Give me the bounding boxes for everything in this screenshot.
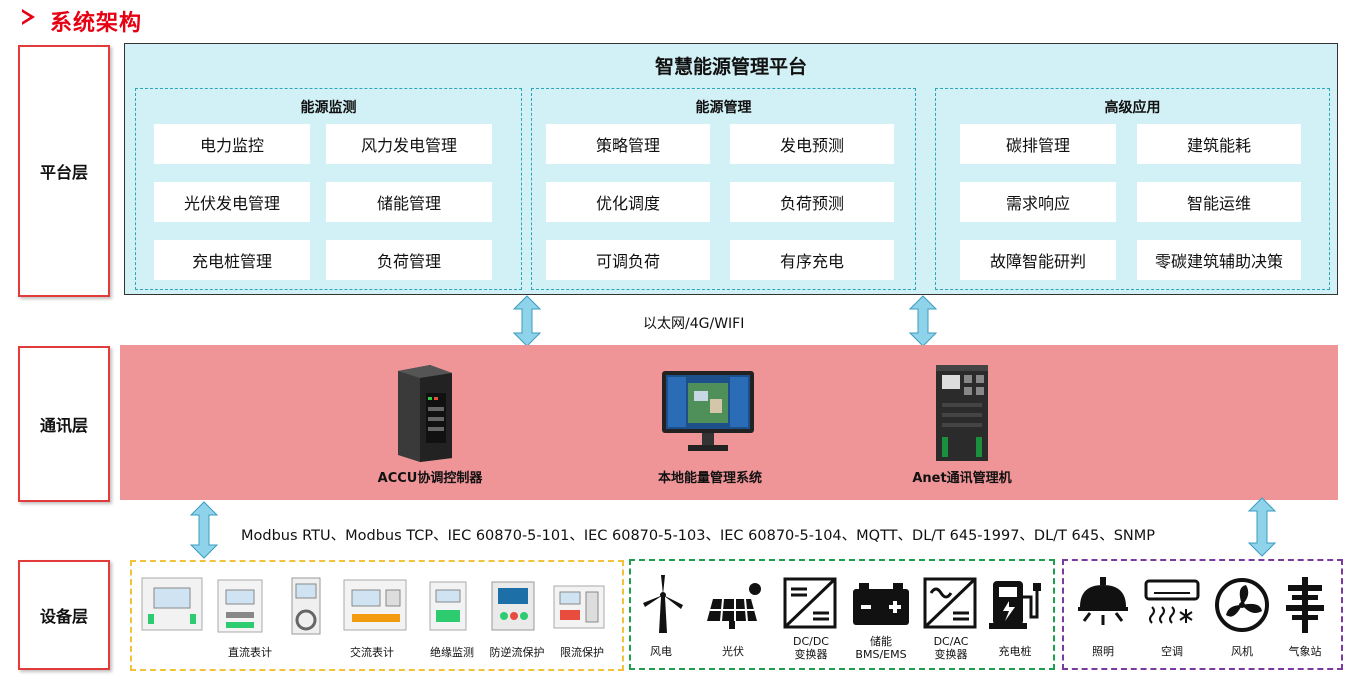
meter-icon	[553, 585, 605, 629]
solar-panel-icon	[707, 583, 761, 629]
group-title: 能源管理	[695, 100, 752, 116]
comm-panel: ACCU协调控制器 本地能量管理系统 Anet通讯管理机	[120, 345, 1338, 500]
device-label: 光伏	[722, 645, 744, 658]
device-label: 空调	[1161, 645, 1183, 658]
arrow-right-icon	[22, 9, 35, 25]
meter-icon	[291, 577, 321, 635]
double-arrow-icon	[189, 501, 219, 559]
double-arrow-icon	[908, 295, 938, 347]
device-label: DC/DC 变换器	[792, 635, 829, 661]
device-label: 直流表计	[228, 646, 272, 659]
module-item[interactable]: 电力监控	[154, 124, 310, 164]
meter-icon	[429, 581, 467, 631]
gateway-device-icon	[936, 365, 988, 461]
module-item[interactable]: 有序充电	[730, 240, 894, 280]
group-advanced-apps: 高级应用 碳排管理 建筑能耗 需求响应 智能运维 故障智能研判 零碳建筑辅助决策	[935, 88, 1330, 290]
module-item[interactable]: 建筑能耗	[1137, 124, 1301, 164]
group-title: 高级应用	[1104, 100, 1161, 116]
platform-title: 智慧能源管理平台	[654, 56, 807, 78]
load-device-group: 照明 空调 风机 气象站	[1062, 559, 1343, 670]
layer-label-device: 设备层	[18, 560, 110, 670]
group-title: 能源监测	[300, 100, 357, 116]
weather-station-icon	[1286, 577, 1324, 633]
layer-label-platform: 平台层	[18, 45, 110, 297]
platform-panel: 智慧能源管理平台 能源监测 电力监控 风力发电管理 光伏发电管理 储能管理 充电…	[124, 43, 1338, 295]
controller-device-icon	[398, 365, 452, 462]
device-label: 照明	[1092, 645, 1114, 658]
network-label: 以太网/4G/WIFI	[643, 316, 745, 332]
module-item[interactable]: 碳排管理	[960, 124, 1116, 164]
module-item[interactable]: 故障智能研判	[960, 240, 1116, 280]
device-label: 风电	[650, 645, 672, 658]
device-label: 充电桩	[998, 645, 1032, 658]
device-label: 绝缘监测	[430, 646, 474, 659]
comm-device-label: 本地能量管理系统	[657, 471, 762, 486]
module-item[interactable]: 零碳建筑辅助决策	[1137, 240, 1301, 280]
meter-icon	[217, 579, 263, 633]
charging-pile-icon	[989, 581, 1041, 629]
double-arrow-icon	[1247, 497, 1277, 557]
group-energy-monitoring: 能源监测 电力监控 风力发电管理 光伏发电管理 储能管理 充电桩管理 负荷管理	[135, 88, 522, 290]
dcdc-converter-icon	[783, 577, 837, 629]
device-label: DC/AC 变换器	[933, 635, 969, 661]
lamp-icon	[1078, 577, 1128, 625]
meter-group: 直流表计 交流表计 绝缘监测 防逆流保护 限流保护	[130, 560, 624, 671]
device-label: 储能 BMS/EMS	[855, 635, 907, 661]
monitor-icon	[662, 371, 754, 451]
module-item[interactable]: 风力发电管理	[326, 124, 492, 164]
module-item[interactable]: 负荷预测	[730, 182, 894, 222]
device-label: 限流保护	[560, 646, 604, 659]
meter-icon	[491, 581, 535, 631]
module-item[interactable]: 充电桩管理	[154, 240, 310, 280]
air-conditioner-icon	[1144, 579, 1200, 624]
module-item[interactable]: 策略管理	[546, 124, 710, 164]
meter-icon	[343, 579, 407, 631]
module-item[interactable]: 智能运维	[1137, 182, 1301, 222]
module-item[interactable]: 发电预测	[730, 124, 894, 164]
layer-label-comm: 通讯层	[18, 346, 110, 502]
comm-device-label: ACCU协调控制器	[377, 471, 483, 486]
battery-icon	[853, 583, 909, 625]
wind-turbine-icon	[643, 575, 683, 633]
device-label: 风机	[1231, 645, 1253, 658]
module-item[interactable]: 优化调度	[546, 182, 710, 222]
module-item[interactable]: 需求响应	[960, 182, 1116, 222]
module-item[interactable]: 储能管理	[326, 182, 492, 222]
double-arrow-icon	[512, 295, 542, 347]
page-title: 系统架构	[50, 11, 143, 36]
module-item[interactable]: 负荷管理	[326, 240, 492, 280]
comm-device-label: Anet通讯管理机	[912, 471, 1012, 486]
device-label: 防逆流保护	[489, 646, 545, 659]
module-item[interactable]: 可调负荷	[546, 240, 710, 280]
device-label: 气象站	[1288, 645, 1322, 658]
group-energy-management: 能源管理 策略管理 发电预测 优化调度 负荷预测 可调负荷 有序充电	[531, 88, 916, 290]
dcac-converter-icon	[923, 577, 977, 629]
module-item[interactable]: 光伏发电管理	[154, 182, 310, 222]
meter-icon	[141, 577, 203, 631]
energy-device-group: 风电 光伏 DC/DC 变换器 储能 BMS/EMS DC/AC 变换器 充电桩	[629, 559, 1055, 670]
device-label: 交流表计	[350, 646, 394, 659]
protocol-list: Modbus RTU、Modbus TCP、IEC 60870-5-101、IE…	[241, 528, 1156, 544]
fan-icon	[1215, 578, 1269, 632]
